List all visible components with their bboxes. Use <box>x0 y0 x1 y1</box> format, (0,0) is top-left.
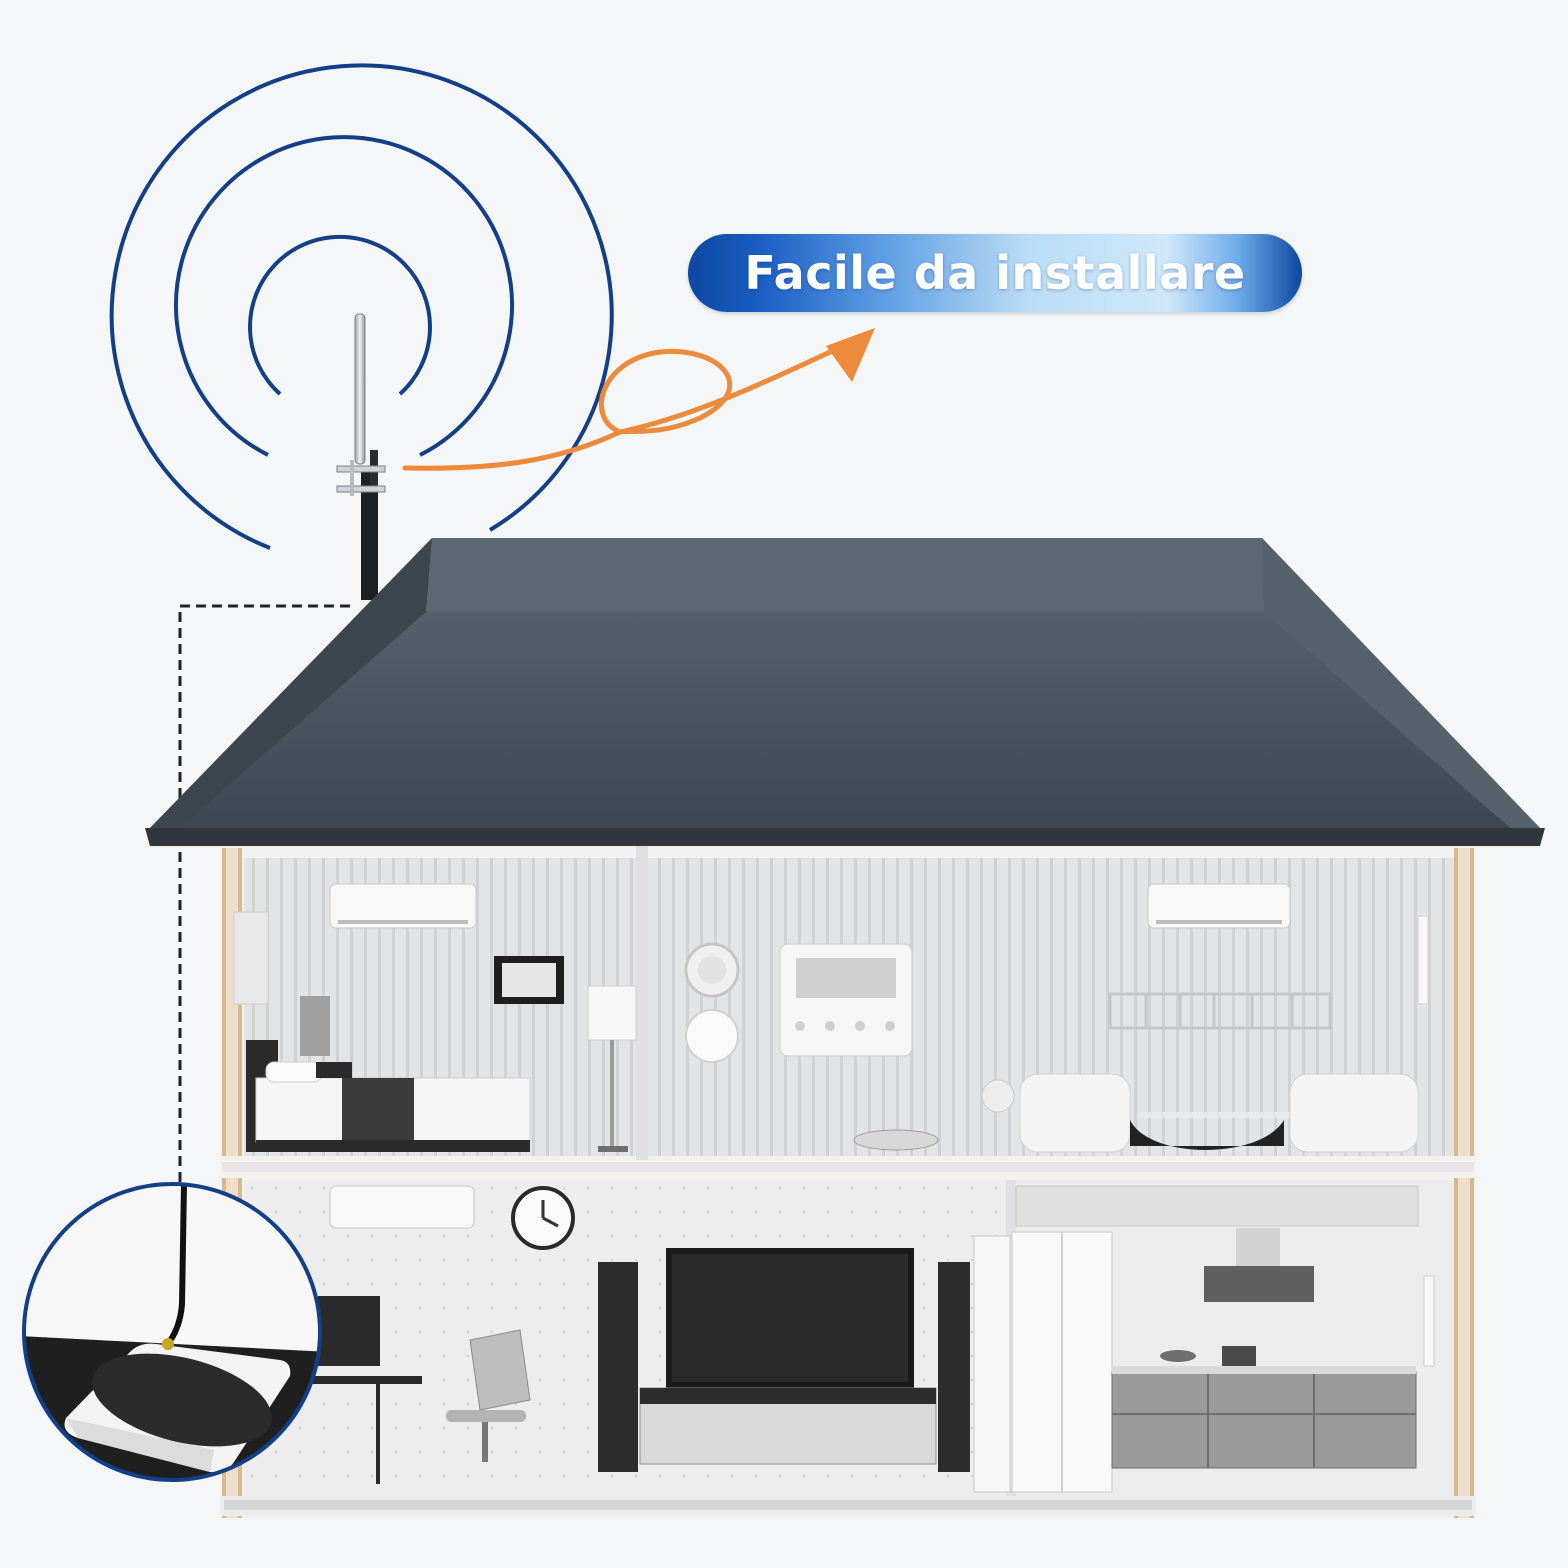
signal-waves-icon <box>109 63 614 550</box>
arrow-icon <box>402 328 875 471</box>
tv-room <box>306 1185 970 1484</box>
cable-dashed-line <box>178 604 350 1185</box>
banner-title: Facile da installare <box>744 246 1246 300</box>
feature-banner: Facile da installare <box>688 234 1302 312</box>
roof <box>145 538 1545 846</box>
living-room <box>684 883 1429 1153</box>
kitchen <box>973 1185 1435 1493</box>
antenna-icon <box>336 313 386 600</box>
bedroom <box>233 883 637 1152</box>
